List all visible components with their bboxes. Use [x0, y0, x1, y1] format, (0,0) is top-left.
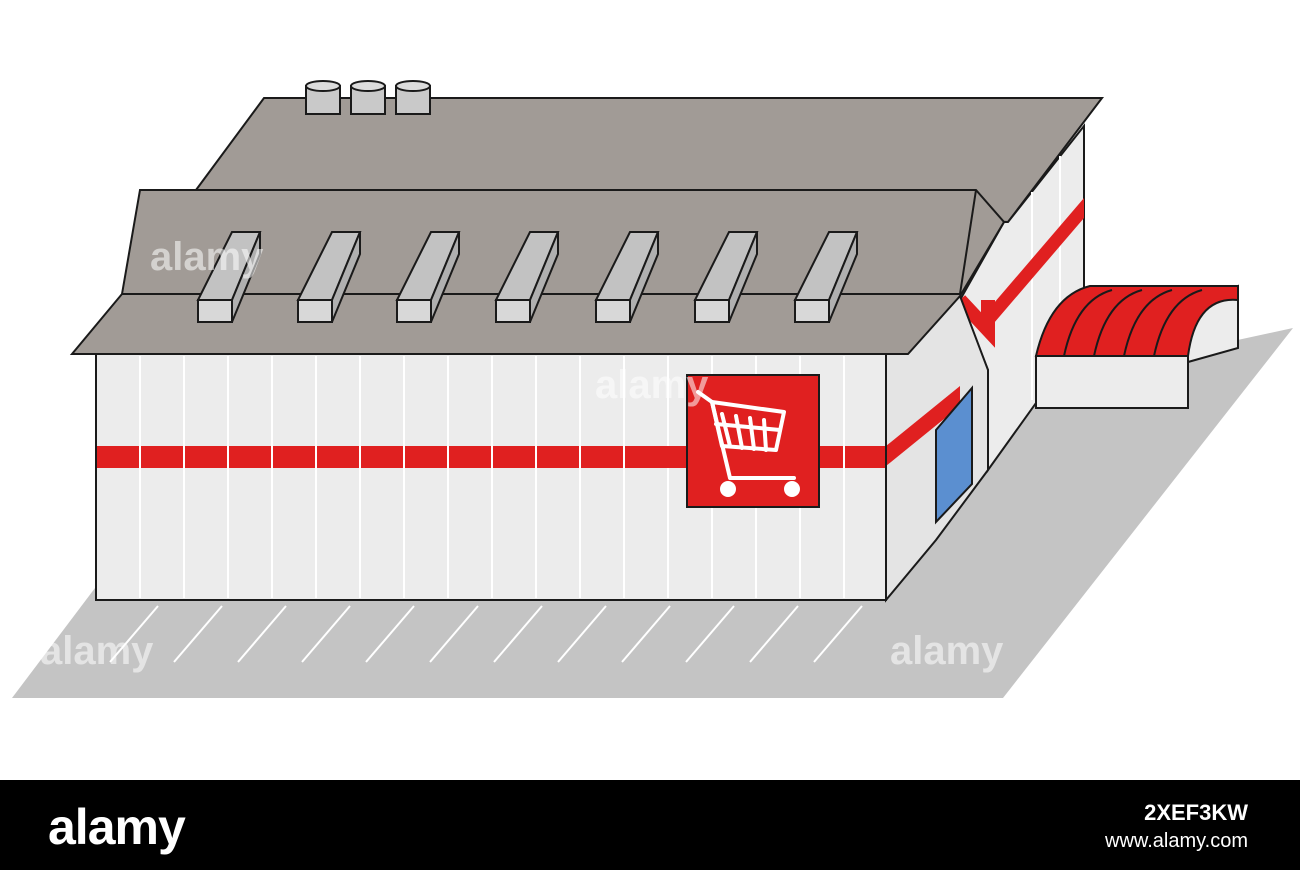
- site-url: www.alamy.com: [1105, 830, 1248, 852]
- alamy-logo: alamy: [48, 799, 186, 855]
- image-id: 2XEF3KW: [1144, 800, 1248, 825]
- side-stripe-front: [886, 386, 960, 466]
- annex-wall: [1035, 355, 1189, 409]
- watermark: alamy: [595, 363, 709, 407]
- watermark-footer: alamy 2XEF3KW www.alamy.com: [0, 780, 1300, 870]
- watermarks: alamy alamy alamy alamy: [40, 235, 1004, 673]
- roof-skylights: [196, 231, 859, 323]
- side-stripe-rear: [988, 198, 1084, 330]
- parking-lines: [109, 605, 863, 663]
- watermark: alamy: [150, 235, 264, 279]
- watermark: alamy: [890, 629, 1004, 673]
- shopping-cart-icon: [696, 390, 800, 497]
- awning: [1034, 285, 1239, 357]
- supermarket-illustration: alamy alamy alamy alamy: [12, 80, 1293, 698]
- store-sign: [686, 374, 820, 508]
- entrance-door: [935, 385, 973, 525]
- watermark: alamy: [40, 629, 154, 673]
- roof-vents: [305, 80, 431, 115]
